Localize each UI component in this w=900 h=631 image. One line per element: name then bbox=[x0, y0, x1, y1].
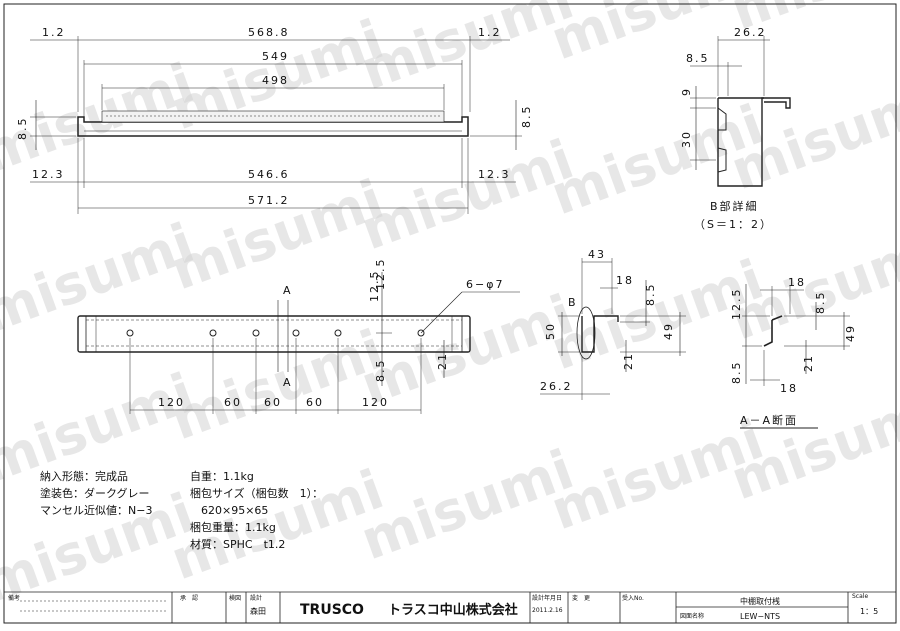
tb-revision-label: 変 更 bbox=[572, 594, 590, 602]
plan-view-dimensions: A A 6−φ7 12.5 12.5 8.5 21 120 60 60 60 1… bbox=[158, 258, 504, 410]
dim-right-end: 1.2 bbox=[478, 26, 502, 39]
note-material: 材質：SPHC t1.2 bbox=[190, 537, 285, 551]
title-block-text: 備考 承 認 検図 設計 森田 TRUSCO トラスコ中山株式会社 設計年月日 … bbox=[8, 593, 878, 621]
tb-approved-label: 承 認 bbox=[180, 594, 198, 602]
dim-offset-left: 12.3 bbox=[32, 168, 65, 181]
side-inner: 18 bbox=[616, 274, 634, 287]
side-top: 8.5 bbox=[644, 283, 657, 307]
plan-spacing-3: 60 bbox=[264, 396, 282, 409]
note-package-weight: 梱包重量：1.1kg bbox=[190, 520, 276, 534]
front-view-dimensions: 1.2 568.8 1.2 549 498 8.5 8.5 12.3 546.6… bbox=[16, 26, 533, 207]
plan-section-mark-top: A bbox=[283, 284, 293, 297]
dim-height-right: 8.5 bbox=[520, 105, 533, 129]
section-left-bottom: 8.5 bbox=[730, 361, 743, 385]
dim-overall-top: 568.8 bbox=[248, 26, 290, 39]
dim-label-length: 498 bbox=[262, 74, 289, 87]
plan-hole-note: 6−φ7 bbox=[466, 278, 504, 291]
tb-design-date: 2011.2.16 bbox=[532, 607, 563, 614]
dim-overall-bottom: 571.2 bbox=[248, 194, 290, 207]
note-munsell: マンセル近似値：N−3 bbox=[40, 504, 152, 517]
section-right-height: 49 bbox=[844, 324, 857, 342]
note-weight: 自重：1.1kg bbox=[190, 469, 254, 483]
plan-view bbox=[77, 272, 520, 414]
section-right-lower: 21 bbox=[802, 354, 815, 372]
side-bottom: 26.2 bbox=[540, 380, 573, 393]
side-height-right: 49 bbox=[662, 322, 675, 340]
detail-b-height: 30 bbox=[680, 130, 693, 148]
dim-inner: 549 bbox=[262, 50, 289, 63]
note-package-size: 梱包サイズ（梱包数 1）： bbox=[190, 486, 323, 500]
tb-order-no-label: 受入No. bbox=[622, 594, 644, 602]
note-delivery: 納入形態：完成品 bbox=[40, 469, 128, 483]
section-aa-view bbox=[740, 284, 850, 429]
watermark-text: misumi bbox=[353, 128, 581, 262]
section-left-top: 12.5 bbox=[730, 288, 743, 321]
tb-brand: TRUSCO bbox=[300, 602, 364, 618]
section-aa-dimensions: 18 8.5 12.5 49 8.5 21 18 A－A断面 bbox=[730, 276, 857, 427]
detail-b-width: 26.2 bbox=[734, 26, 767, 39]
tb-design-date-label: 設計年月日 bbox=[532, 594, 562, 602]
detail-b-scale: （S＝1：2） bbox=[694, 218, 773, 231]
watermark-text: misumi bbox=[163, 168, 391, 302]
section-aa-title: A－A断面 bbox=[740, 413, 798, 427]
detail-b-view bbox=[690, 36, 791, 187]
tb-designed-label: 設計 bbox=[250, 594, 262, 602]
sheet-border bbox=[3, 3, 897, 624]
plan-spacing-4: 60 bbox=[306, 396, 324, 409]
tb-product-name: 中棚取付桟 bbox=[740, 596, 780, 606]
notes-right: 自重：1.1kg 梱包サイズ（梱包数 1）： 620×95×65 梱包重量：1.… bbox=[190, 469, 323, 551]
detail-b-title: B部詳細 bbox=[710, 199, 759, 213]
dim-left-end: 1.2 bbox=[42, 26, 66, 39]
front-view bbox=[30, 36, 522, 214]
watermark-layer: misumi misumi misumi misumi misumi misum… bbox=[0, 0, 900, 616]
side-view bbox=[540, 258, 686, 400]
side-detail-mark: B bbox=[568, 296, 578, 309]
watermark-text: misumi bbox=[163, 318, 391, 452]
note-package-dims: 620×95×65 bbox=[190, 504, 268, 517]
dim-bottom-inner: 546.6 bbox=[248, 168, 290, 181]
tb-drawing-name-label: 図面名称 bbox=[680, 612, 704, 620]
tb-scale-label: Scale bbox=[852, 593, 868, 600]
watermark-text: misumi bbox=[0, 211, 202, 345]
tb-remarks-label: 備考 bbox=[8, 594, 20, 602]
watermark-text: misumi bbox=[723, 68, 900, 202]
dim-height-left: 8.5 bbox=[16, 117, 29, 141]
plan-spacing-1: 120 bbox=[158, 396, 185, 409]
plan-spacing-5: 120 bbox=[362, 396, 389, 409]
detail-b-flange: 8.5 bbox=[686, 52, 710, 65]
side-lower: 21 bbox=[622, 352, 635, 370]
detail-b-top: 9 bbox=[680, 87, 693, 96]
plan-edge-bottom: 8.5 bbox=[374, 359, 387, 383]
notes-left: 納入形態：完成品 塗装色：ダークグレー マンセル近似値：N−3 bbox=[40, 469, 152, 517]
dim-offset-right: 12.3 bbox=[478, 168, 511, 181]
side-width: 43 bbox=[588, 248, 606, 261]
tb-drawing-name: LEW−NTS bbox=[740, 612, 780, 621]
tb-company: トラスコ中山株式会社 bbox=[388, 602, 518, 618]
section-top-height: 8.5 bbox=[814, 291, 827, 315]
section-top-width: 18 bbox=[788, 276, 806, 289]
watermark-text: misumi bbox=[353, 438, 581, 572]
plan-offset: 21 bbox=[436, 352, 449, 370]
plan-spacing-2: 60 bbox=[224, 396, 242, 409]
side-height-left: 50 bbox=[544, 322, 557, 340]
tb-designer: 森田 bbox=[250, 606, 266, 616]
watermark-text: misumi bbox=[723, 218, 900, 352]
note-color: 塗装色：ダークグレー bbox=[40, 486, 150, 500]
plan-edge-top: 12.5 bbox=[368, 270, 381, 303]
plan-edge-top-2: 12.5 bbox=[374, 258, 387, 291]
plan-section-mark-bottom: A bbox=[283, 376, 293, 389]
side-view-dimensions: 43 18 8.5 50 49 21 26.2 B bbox=[540, 248, 675, 393]
tb-scale: 1：5 bbox=[860, 607, 878, 616]
section-bottom-width: 18 bbox=[780, 382, 798, 395]
title-block bbox=[4, 591, 896, 623]
detail-b-labels: 26.2 8.5 9 30 B部詳細 （S＝1：2） bbox=[680, 26, 773, 231]
watermark-text: misumi bbox=[723, 378, 900, 512]
tb-checked-label: 検図 bbox=[229, 594, 241, 602]
